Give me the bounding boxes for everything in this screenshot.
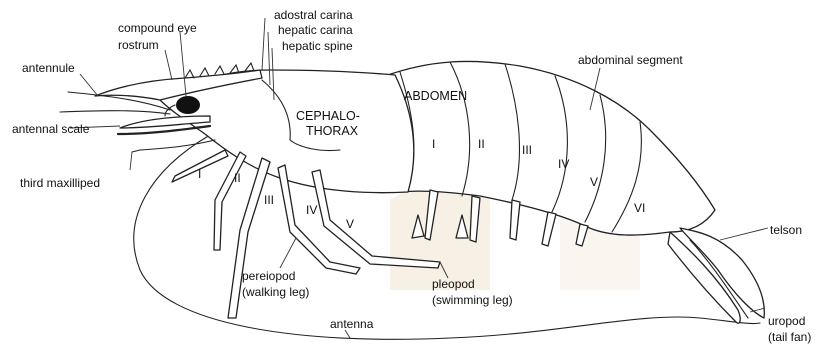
segment-numeral: II: [478, 137, 485, 151]
label-pleopod-line2: (swimming leg): [432, 293, 513, 307]
compound-eye-icon: [176, 96, 200, 114]
segment-numeral: IV: [558, 157, 569, 171]
label-cephalothorax-line1: CEPHALO-: [296, 109, 360, 123]
label-uropod-line2: (tail fan): [768, 330, 811, 344]
pereiopod-numeral: II: [234, 171, 241, 185]
label-antennal-scale: antennal scale: [12, 122, 90, 136]
segment-numeral: V: [590, 175, 598, 189]
label-abdomen: ABDOMEN: [404, 89, 467, 103]
pereiopod-numeral: V: [346, 217, 354, 231]
pereiopod-numeral: IV: [306, 203, 317, 217]
pereiopod-numeral: III: [264, 193, 274, 207]
label-uropod-line1: uropod: [768, 314, 805, 328]
label-pleopod-line1: pleopod: [432, 277, 475, 291]
label-adostral-carina: adostral carina: [274, 8, 353, 22]
label-pereiopod-line1: pereiopod: [242, 269, 295, 283]
label-telson: telson: [770, 223, 802, 237]
label-pereiopod-line2: (walking leg): [242, 285, 309, 299]
label-hepatic-spine: hepatic spine: [282, 39, 353, 53]
segment-numeral: I: [432, 137, 435, 151]
label-third-maxilliped: third maxilliped: [20, 176, 100, 190]
label-rostrum: rostrum: [118, 38, 159, 52]
label-antenna: antenna: [330, 317, 374, 331]
label-compound-eye: compound eye: [118, 21, 197, 35]
label-antennule: antennule: [22, 61, 75, 75]
third-maxilliped: [140, 140, 215, 150]
segment-numeral: III: [522, 143, 532, 157]
label-hepatic-carina: hepatic carina: [278, 23, 353, 37]
label-abdominal-segment: abdominal segment: [578, 53, 683, 67]
label-cephalothorax-line2: THORAX: [306, 124, 359, 138]
segment-numeral: VI: [634, 201, 645, 215]
pereiopod-numeral: I: [198, 167, 201, 181]
tail-fan: [668, 228, 764, 323]
